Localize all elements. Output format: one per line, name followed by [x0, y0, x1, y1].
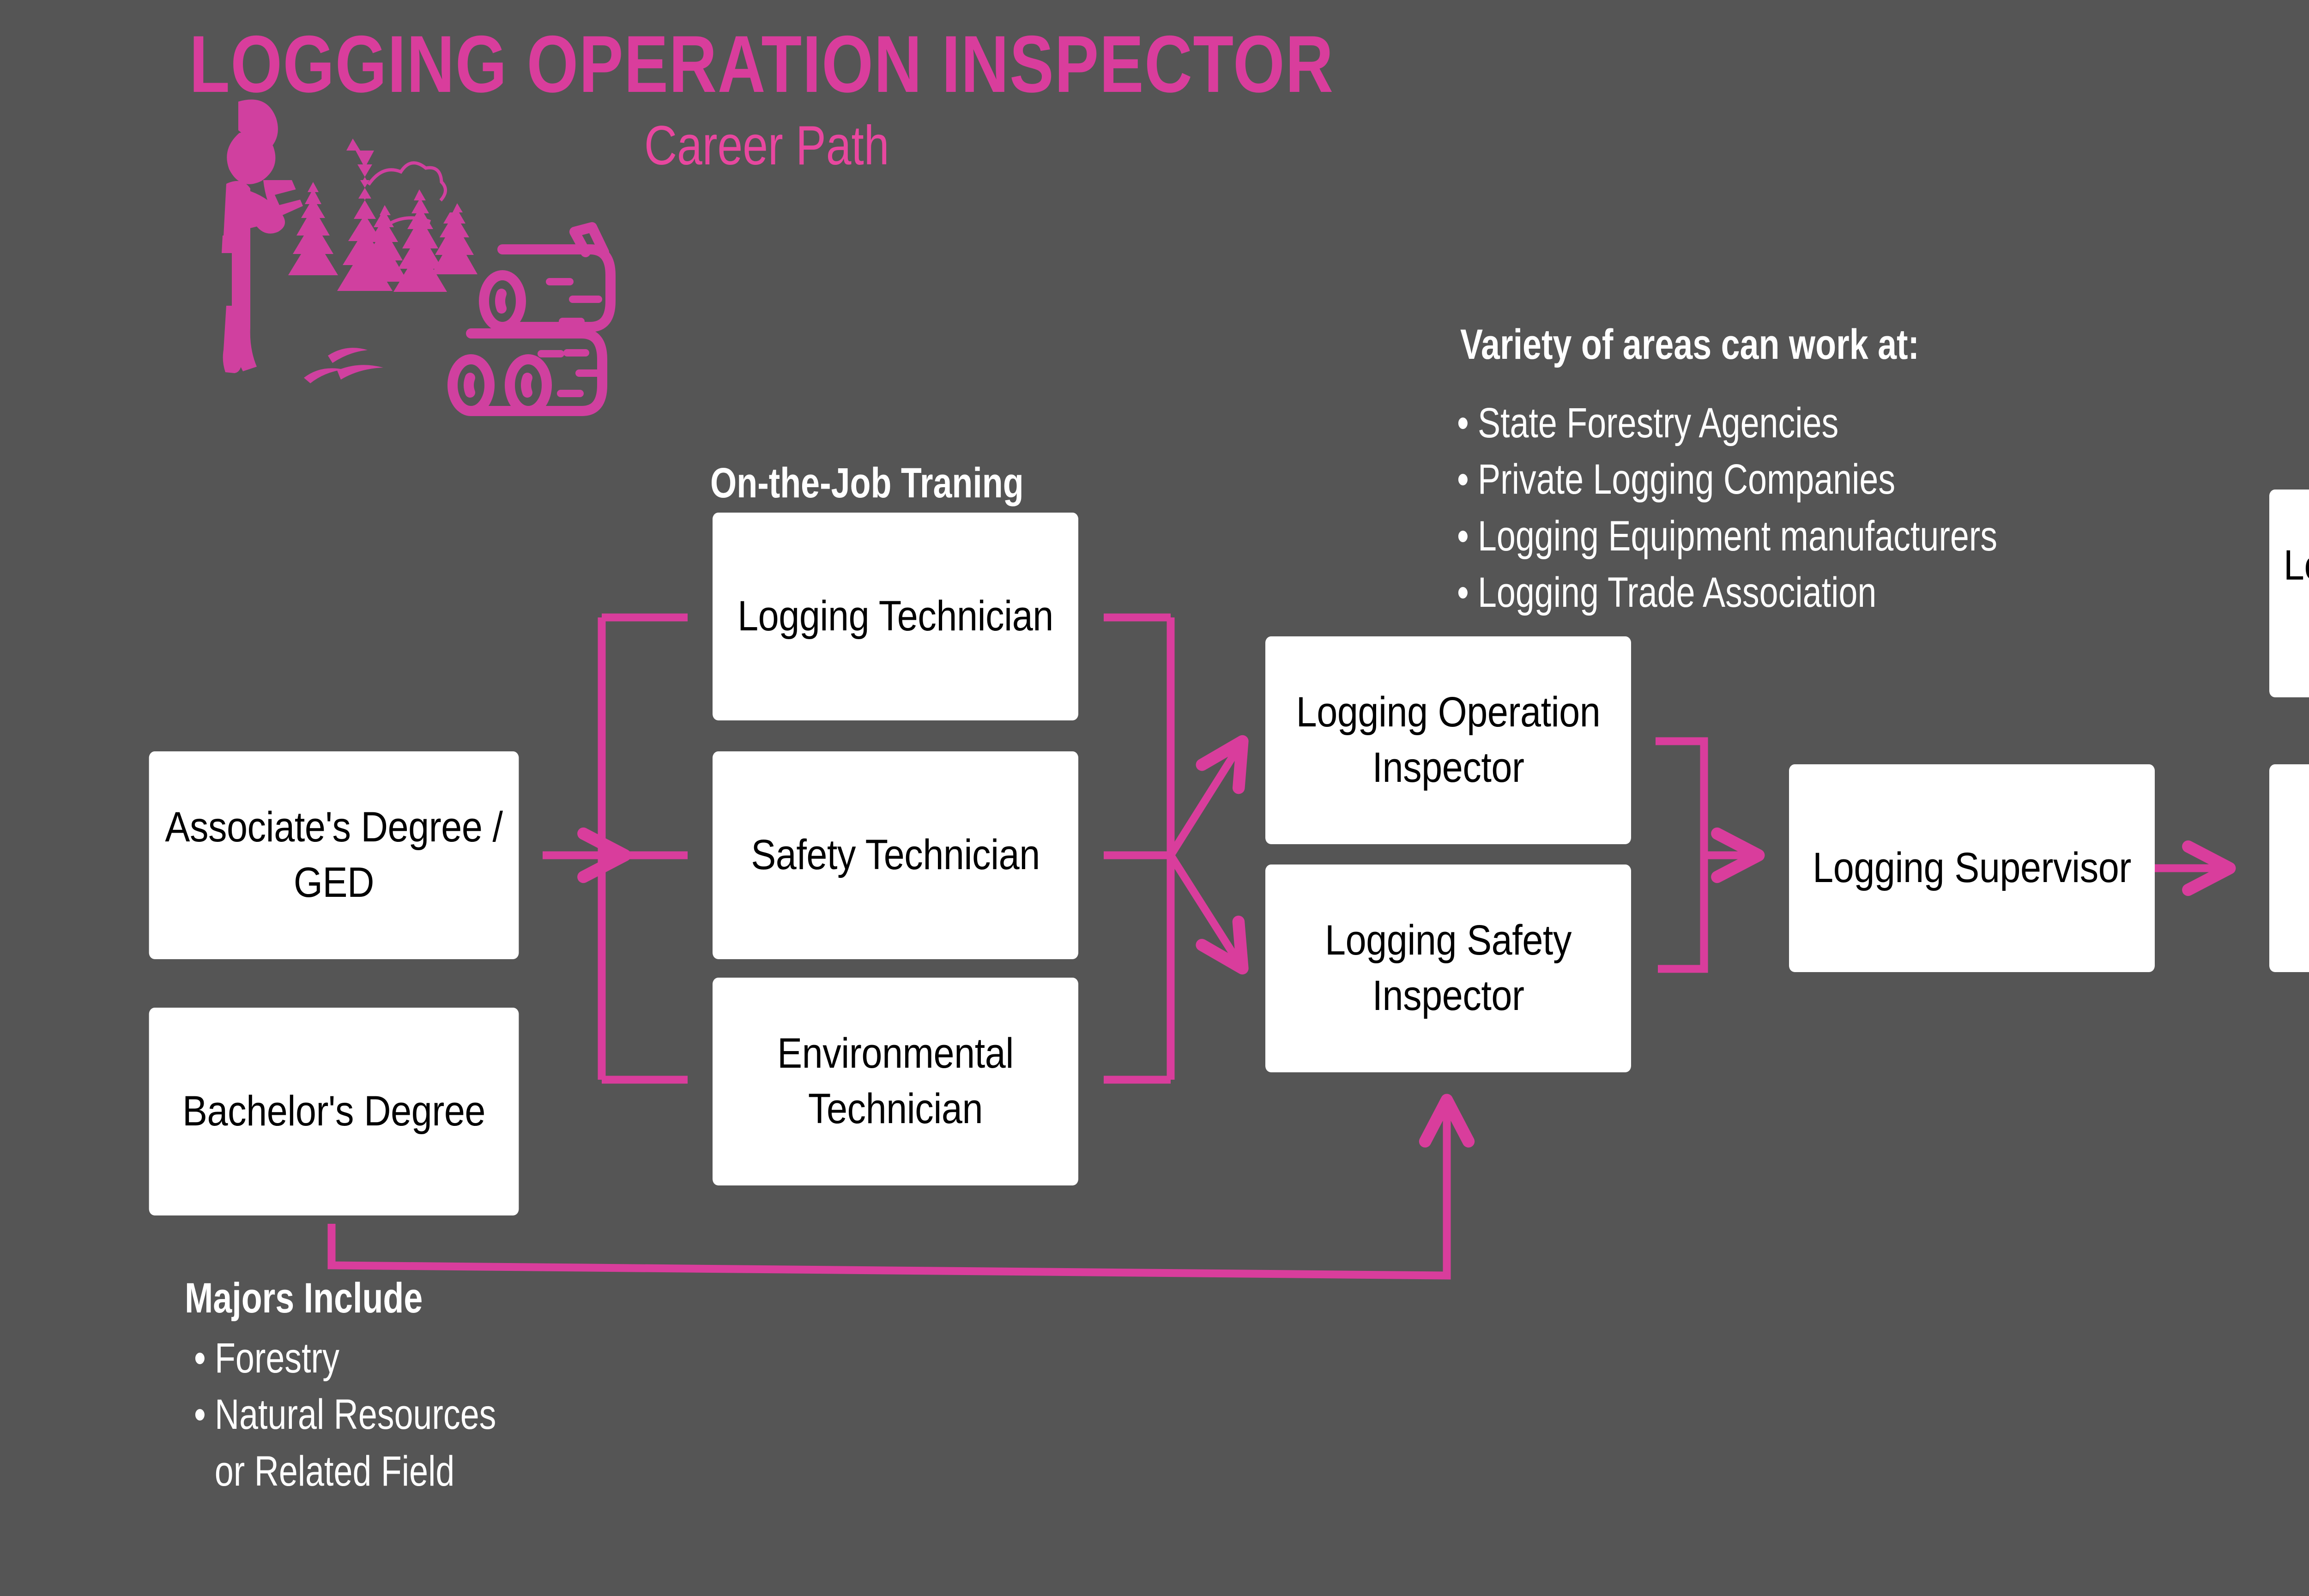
- node-environmental-technician[interactable]: Environmental Technician: [713, 978, 1078, 1185]
- majors-include-heading: Majors Include: [185, 1275, 423, 1322]
- node-logging-compliance-manager[interactable]: Logging Compliance Manager: [2269, 490, 2309, 697]
- majors-list-item-continuation: or Related Field: [214, 1447, 455, 1495]
- variety-list-item: State Forestry Agencies: [1457, 395, 1997, 451]
- node-logging-operation-inspector[interactable]: Logging Operation Inspector: [1265, 636, 1631, 844]
- variety-areas-heading: Variety of areas can work at:: [1460, 321, 1920, 368]
- logging-inspector-illustration: [222, 99, 616, 416]
- node-logging-supervisor[interactable]: Logging Supervisor: [1789, 764, 2155, 972]
- variety-areas-list: State Forestry AgenciesPrivate Logging C…: [1457, 395, 1997, 621]
- node-safety-technician[interactable]: Safety Technician: [713, 751, 1078, 959]
- page-subtitle: Career Path: [644, 115, 889, 176]
- node-logging-technician[interactable]: Logging Technician: [713, 513, 1078, 720]
- majors-list-item: Forestry: [194, 1330, 496, 1386]
- variety-list-item: Private Logging Companies: [1457, 451, 1997, 508]
- page-title: LOGGING OPERATION INSPECTOR: [189, 19, 1334, 109]
- on-the-job-training-label: On-the-Job Traning: [710, 459, 1024, 507]
- node-associates-degree[interactable]: Associate's Degree / GED: [149, 751, 519, 959]
- majors-list-item: Natural Resources: [194, 1386, 496, 1443]
- node-logging-safety-inspector[interactable]: Logging Safety Inspector: [1265, 864, 1631, 1072]
- variety-list-item: Logging Trade Association: [1457, 564, 1997, 621]
- variety-list-item: Logging Equipment manufacturers: [1457, 508, 1997, 564]
- node-bachelors-degree[interactable]: Bachelor's Degree: [149, 1008, 519, 1215]
- node-logging-safety-manager[interactable]: Logging Safety Manager: [2269, 764, 2309, 972]
